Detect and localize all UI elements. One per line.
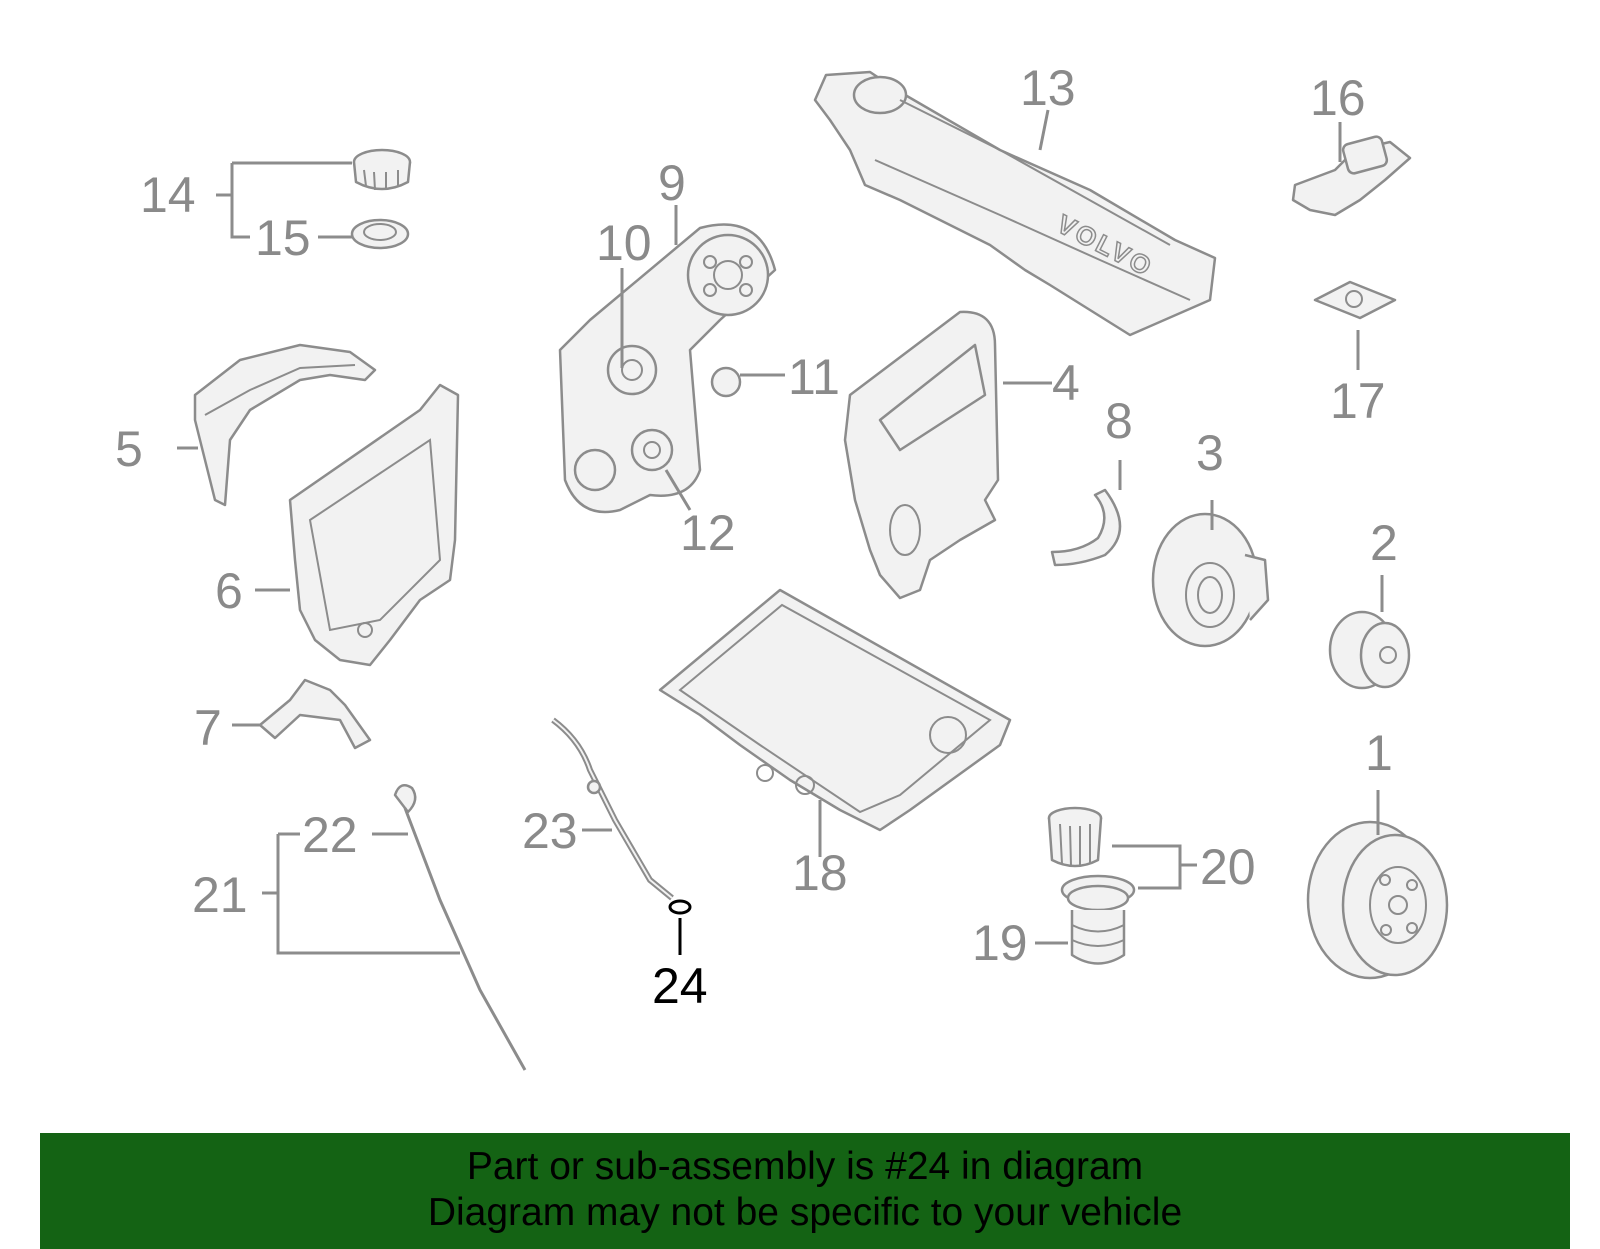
callout-24: 24	[652, 958, 708, 1014]
callout-2: 2	[1370, 515, 1398, 571]
callout-21: 21	[192, 867, 248, 923]
part-13-engine-cover: VOLVO	[813, 70, 1217, 337]
part-1-crank-pulley	[1306, 820, 1449, 980]
callout-1: 1	[1365, 725, 1393, 781]
part-14-oil-filler-cap	[352, 148, 412, 191]
callout-19: 19	[972, 915, 1028, 971]
callout-11: 11	[788, 349, 840, 405]
part-6-rear-cover	[288, 383, 460, 667]
part-5-upper-cover	[193, 343, 377, 507]
part-7-bracket	[258, 678, 372, 750]
part-23-dipstick-tube	[551, 717, 674, 901]
footer-banner: Part or sub-assembly is #24 in diagram D…	[40, 1133, 1570, 1249]
part-3-oil-pump	[1151, 512, 1270, 648]
part-9-timing-belt	[558, 223, 777, 514]
leader-lines	[177, 109, 1384, 955]
part-21-dipstick	[393, 783, 527, 1071]
part-15-cap-seal	[350, 218, 410, 250]
callout-5: 5	[115, 421, 143, 477]
callout-17: 17	[1330, 373, 1386, 429]
footer-line-1: Part or sub-assembly is #24 in diagram	[466, 1145, 1144, 1188]
callout-7: 7	[194, 700, 222, 756]
callout-12: 12	[680, 505, 736, 561]
part-11-idler	[710, 366, 742, 398]
callout-13: 13	[1020, 60, 1076, 116]
callout-22: 22	[302, 807, 358, 863]
part-4-timing-cover	[843, 310, 1000, 600]
part-16-valve	[1291, 135, 1412, 217]
part-2-pulley-hub	[1328, 610, 1411, 690]
callout-16: 16	[1310, 70, 1366, 126]
callout-20: 20	[1200, 839, 1256, 895]
part-17-gasket	[1313, 280, 1397, 320]
callout-9: 9	[658, 155, 686, 211]
callout-3: 3	[1196, 425, 1224, 481]
footer-line-2: Diagram may not be specific to your vehi…	[427, 1191, 1183, 1234]
part-19-filter-housing	[1066, 884, 1130, 965]
callout-10: 10	[596, 215, 652, 271]
callout-4: 4	[1052, 355, 1080, 411]
part-10-tensioner	[606, 344, 658, 396]
callout-6: 6	[215, 563, 243, 619]
part-12-crank-gear	[630, 428, 674, 472]
parts-diagram: VOLVO	[115, 60, 1449, 1071]
part-8-seal	[1050, 488, 1122, 567]
callout-labels: 1 2 3 4 5 6 7 8 9 10 11 12 13 14 15 16 1…	[115, 60, 1398, 1014]
callout-23: 23	[522, 803, 578, 859]
part-18-oil-pan	[658, 588, 1012, 832]
callout-15: 15	[255, 210, 311, 266]
callout-18: 18	[792, 845, 848, 901]
callout-8: 8	[1105, 393, 1133, 449]
part-24-o-ring	[668, 899, 692, 915]
callout-14: 14	[140, 167, 196, 223]
